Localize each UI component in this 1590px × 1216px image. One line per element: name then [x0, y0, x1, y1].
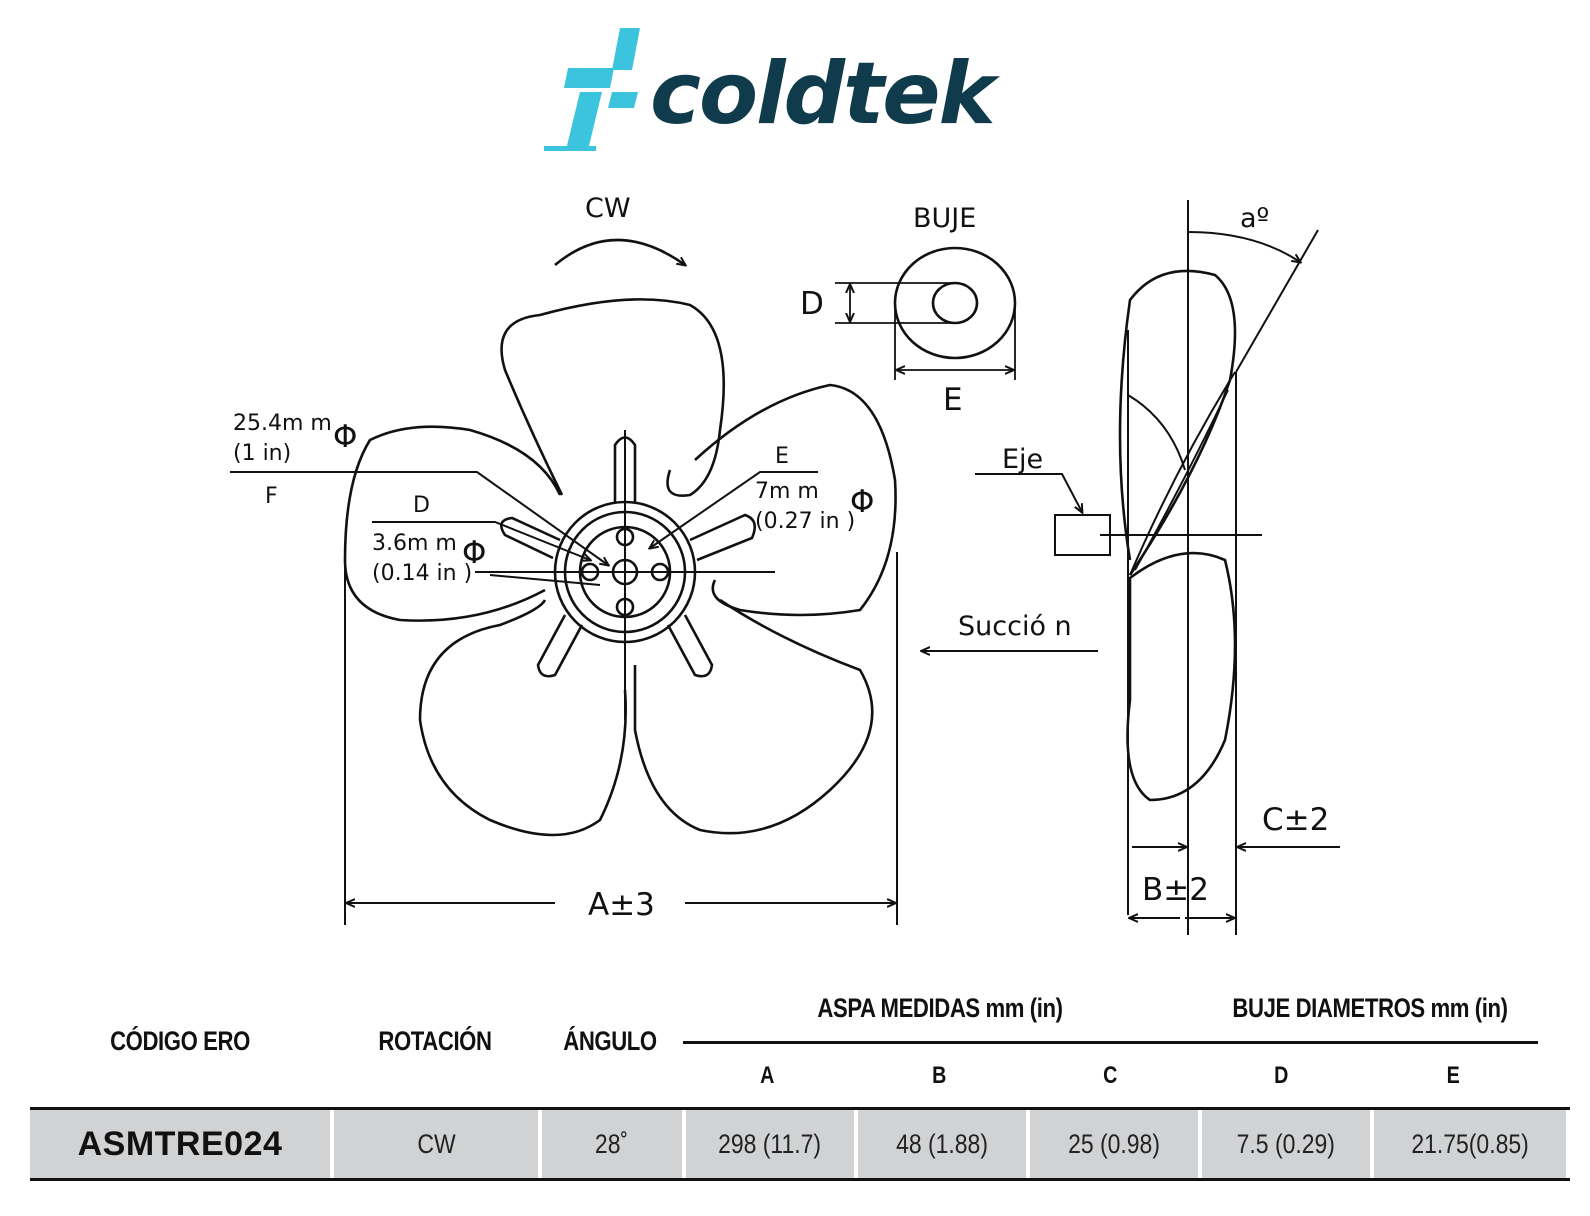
e-diameter-symbol: Φ [850, 484, 874, 520]
e-inch: (0.27 in ) [755, 509, 855, 534]
table-row: ASMTRE024 CW 28˚ 298 (11.7) 48 (1.88) 25… [30, 1107, 1570, 1181]
header-buje: BUJE DIAMETROS mm (in) [1232, 993, 1508, 1023]
dim-c-label: C±2 [1262, 802, 1329, 838]
succion-label: Succió n [958, 611, 1072, 642]
header-c: C [1103, 1062, 1117, 1089]
header-aspa: ASPA MEDIDAS mm (in) [817, 993, 1063, 1023]
header-rule [683, 1041, 1538, 1044]
header-e: E [1446, 1062, 1460, 1089]
fan-hub [500, 436, 757, 678]
dim-a-label: A±3 [588, 887, 655, 923]
cell-c: 25 (0.98) [1030, 1110, 1202, 1178]
fan-blade-drawing: CW 25.4m m (1 in) Φ F D 3.6m m (0.14 in … [230, 193, 1340, 935]
header-rotacion: ROTACIÓN [378, 1026, 492, 1056]
header-b: B [932, 1062, 946, 1089]
header-codigo: CÓDIGO ERO [110, 1026, 250, 1056]
d-diameter-symbol: Φ [462, 535, 486, 571]
e-letter: E [775, 444, 789, 469]
dim-b-label: B±2 [1142, 872, 1209, 908]
a-value: 298 (11.7) [718, 1128, 822, 1159]
codigo-value: ASMTRE024 [77, 1124, 283, 1163]
buje-e-label: E [943, 382, 963, 418]
cell-b: 48 (1.88) [858, 1110, 1030, 1178]
coldtek-logo: coldtek [544, 28, 1003, 151]
header-d: D [1274, 1062, 1288, 1089]
d-letter: D [413, 493, 430, 518]
buje-title: BUJE [913, 203, 976, 234]
cell-a: 298 (11.7) [686, 1110, 858, 1178]
angulo-value: 28˚ [595, 1128, 629, 1159]
logo-wordmark: coldtek [650, 44, 1001, 144]
bore-label: 25.4m m [233, 411, 332, 436]
rotation-label: CW [585, 193, 631, 224]
e-mm: 7m m [755, 479, 819, 504]
d-inch: (0.14 in ) [372, 561, 472, 586]
b-value: 48 (1.88) [896, 1128, 988, 1159]
fan-side-view [922, 200, 1340, 935]
bore-letter: F [265, 484, 278, 509]
angle-label: aº [1240, 203, 1269, 234]
header-angulo: ÁNGULO [563, 1026, 657, 1056]
fan-blades [343, 298, 897, 837]
bore-inch: (1 in) [233, 441, 291, 466]
cell-d: 7.5 (0.29) [1202, 1110, 1374, 1178]
cell-e: 21.75(0.85) [1374, 1110, 1566, 1178]
bore-diameter-symbol: Φ [333, 419, 357, 455]
c-value: 25 (0.98) [1068, 1128, 1160, 1159]
eje-label: Eje [1002, 444, 1043, 475]
buje-d-label: D [800, 286, 824, 322]
cell-angulo: 28˚ [542, 1110, 686, 1178]
e-value: 21.75(0.85) [1411, 1128, 1529, 1159]
hub-detail [835, 246, 1017, 380]
cell-codigo: ASMTRE024 [30, 1110, 334, 1178]
rotacion-value: CW [416, 1128, 456, 1159]
logo-mark [544, 28, 640, 151]
d-value: 7.5 (0.29) [1236, 1128, 1336, 1159]
cell-rotacion: CW [334, 1110, 542, 1178]
fan-front-view [230, 238, 898, 925]
header-a: A [760, 1062, 774, 1089]
d-mm: 3.6m m [372, 531, 457, 556]
